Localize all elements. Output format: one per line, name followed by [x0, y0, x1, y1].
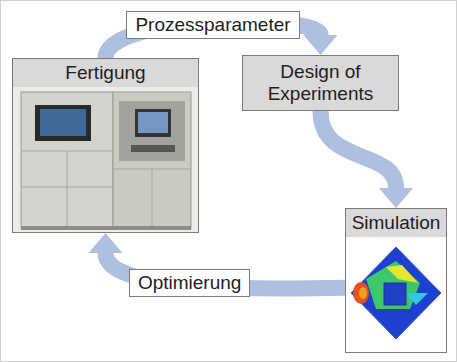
arrow-head — [379, 188, 413, 208]
edge-label: Prozessparameter — [126, 11, 299, 39]
flow-arrow — [321, 111, 414, 208]
machine-photo — [13, 87, 198, 232]
process-box: Design of Experiments — [242, 55, 399, 111]
box-title: Design of Experiments — [243, 56, 398, 110]
process-box: Simulation — [345, 208, 447, 353]
arrow-head — [89, 233, 123, 253]
process-box: Fertigung — [12, 58, 199, 233]
box-title: Simulation — [346, 209, 446, 237]
arrow-band — [321, 111, 397, 188]
arrow-head — [304, 35, 338, 55]
edge-label: Optimierung — [129, 269, 251, 297]
box-title: Fertigung — [13, 59, 198, 87]
simulation-image — [346, 237, 446, 352]
